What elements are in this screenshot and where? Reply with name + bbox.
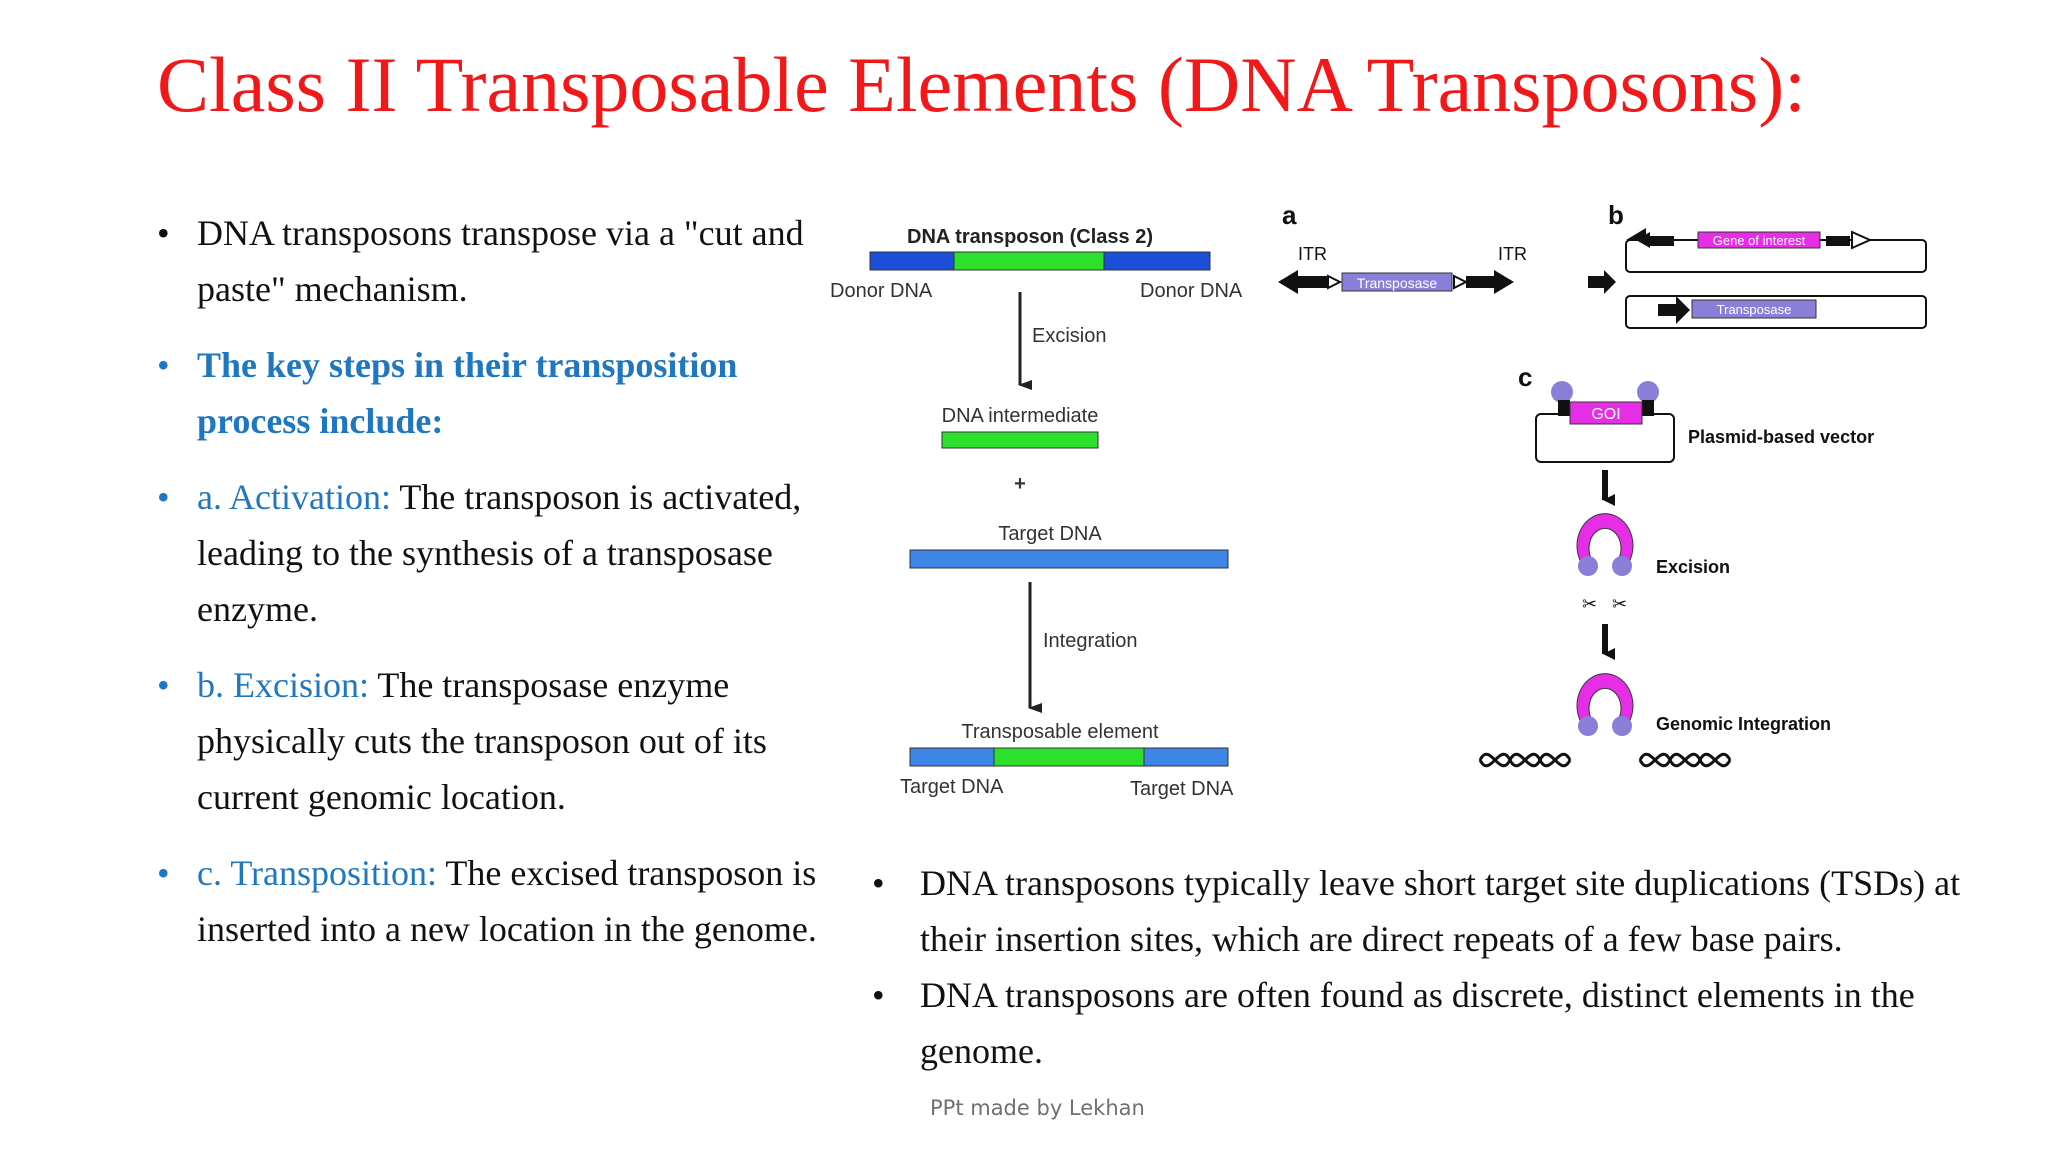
itr-marker — [1826, 236, 1850, 246]
itr-left-label: ITR — [1298, 244, 1327, 264]
bullet-text: The excised transposon is inserted into … — [197, 853, 817, 949]
integration-horseshoe — [1576, 673, 1634, 721]
bullet-discrete: • DNA transposons are often found as dis… — [868, 967, 2028, 1079]
bullet-text: DNA transposons are often found as discr… — [920, 975, 1915, 1071]
plus-sign: + — [1014, 473, 1026, 495]
donor-dna-left-segment — [869, 251, 955, 271]
integration-label: Integration — [1043, 630, 1138, 652]
transposase-protein-icon — [1578, 556, 1598, 576]
target-dna-bar — [909, 549, 1229, 569]
itr-marker — [1626, 228, 1646, 240]
transposase-a-label: Transposase — [1357, 275, 1438, 291]
dna-intermediate-label: DNA intermediate — [942, 405, 1099, 427]
itr-marker — [1636, 232, 1650, 248]
genomic-dna-helix-icon — [1478, 752, 1732, 768]
transposable-element-label: Transposable element — [961, 721, 1159, 743]
credit-footer: PPt made by Lekhan — [930, 1096, 1145, 1120]
transposase-protein-icon — [1612, 556, 1632, 576]
donor-dna-label-right: Donor DNA — [1140, 280, 1243, 302]
dna-intermediate-bar — [941, 431, 1099, 449]
genomic-integration-label: Genomic Integration — [1656, 714, 1831, 734]
transposase-protein-icon — [1551, 381, 1573, 403]
bullet-marker: • — [872, 863, 885, 903]
target-dna-label-right: Target DNA — [1130, 778, 1234, 800]
transposon-segment — [953, 251, 1105, 271]
scissors-icon: ✂ — [1612, 594, 1627, 614]
transposase-gene-a — [1341, 272, 1453, 292]
bullet-tsd: • DNA transposons typically leave short … — [868, 855, 2028, 967]
bullet-key-steps: • The key steps in their transposition p… — [157, 337, 837, 449]
target-left-segment — [909, 747, 995, 767]
transposase-protein-icon — [1612, 716, 1632, 736]
bullet-text: The key steps in their transposition pro… — [197, 345, 738, 441]
gene-of-interest-bar — [1697, 231, 1821, 249]
bottom-bullet-list: • DNA transposons typically leave short … — [868, 855, 2028, 1079]
transposase-protein-icon — [1637, 381, 1659, 403]
transposase-protein-icon — [1578, 716, 1598, 736]
promoter-arrow-icon — [1658, 296, 1690, 324]
target-dna-label: Target DNA — [998, 523, 1102, 545]
bullet-text: The transposon is activated, leading to … — [197, 477, 802, 629]
goi-box — [1569, 401, 1643, 425]
step-label: a. Activation: — [197, 477, 391, 517]
figure-header: DNA transposon (Class 2) — [907, 226, 1153, 248]
itr-marker — [1650, 236, 1674, 246]
itr-marker — [1851, 230, 1873, 250]
bullet-excision: • b. Excision: The transposase enzyme ph… — [157, 657, 837, 825]
inserted-transposon-segment — [993, 747, 1145, 767]
transposase-b-label: Transposase — [1717, 302, 1792, 317]
step-label: b. Excision: — [197, 665, 369, 705]
bullet-text: DNA transposons transpose via a "cut and… — [197, 213, 804, 309]
itr-left-arrow — [1278, 270, 1343, 294]
scissors-icon: ✂ — [1582, 594, 1597, 614]
excision-step-label: Excision — [1656, 557, 1730, 577]
bullet-marker: • — [872, 975, 885, 1015]
panel-c-label: c — [1518, 362, 1532, 392]
goi-label: GOI — [1591, 406, 1620, 423]
bullet-marker: • — [157, 853, 170, 893]
step-label: c. Transposition: — [197, 853, 438, 893]
panel-b-label: b — [1608, 200, 1624, 230]
bullet-text: The transposase enzyme physically cuts t… — [197, 665, 767, 817]
plasmid-vector-label: Plasmid-based vector — [1688, 427, 1874, 447]
bullet-activation: • a. Activation: The transposon is activ… — [157, 469, 837, 637]
target-dna-label-left: Target DNA — [900, 776, 1004, 798]
bullet-marker: • — [157, 665, 170, 705]
panel-arrow-icon — [1588, 270, 1616, 294]
panel-a-label: a — [1282, 200, 1297, 230]
excision-horseshoe — [1576, 513, 1634, 561]
gene-of-interest-label: Gene of interest — [1713, 233, 1806, 248]
itr-marker — [1642, 400, 1654, 416]
genomic-dna-helix-icon — [1478, 752, 1732, 768]
transposase-vector-figure: a ITR ITR Transposase b Gene of interest… — [1278, 200, 1927, 768]
transposase-gene-b — [1691, 299, 1817, 319]
bullet-marker: • — [157, 477, 170, 517]
bullet-marker: • — [157, 345, 170, 385]
bullet-text: DNA transposons typically leave short ta… — [920, 863, 1961, 959]
donor-dna-label-left: Donor DNA — [830, 280, 933, 302]
itr-right-arrow — [1453, 270, 1514, 294]
bullet-cut-paste: • DNA transposons transpose via a "cut a… — [157, 205, 837, 317]
bullet-marker: • — [157, 213, 170, 253]
transposon-schematic-figure: DNA transposon (Class 2) Donor DNA Donor… — [830, 226, 1243, 800]
itr-right-label: ITR — [1498, 244, 1527, 264]
slide-title: Class II Transposable Elements (DNA Tran… — [157, 41, 1806, 128]
bullet-transposition: • c. Transposition: The excised transpos… — [157, 845, 837, 957]
left-bullet-list: • DNA transposons transpose via a "cut a… — [157, 205, 837, 977]
donor-dna-right-segment — [1103, 251, 1211, 271]
target-right-segment — [1143, 747, 1229, 767]
excision-label: Excision — [1032, 325, 1106, 347]
itr-marker — [1558, 400, 1570, 416]
